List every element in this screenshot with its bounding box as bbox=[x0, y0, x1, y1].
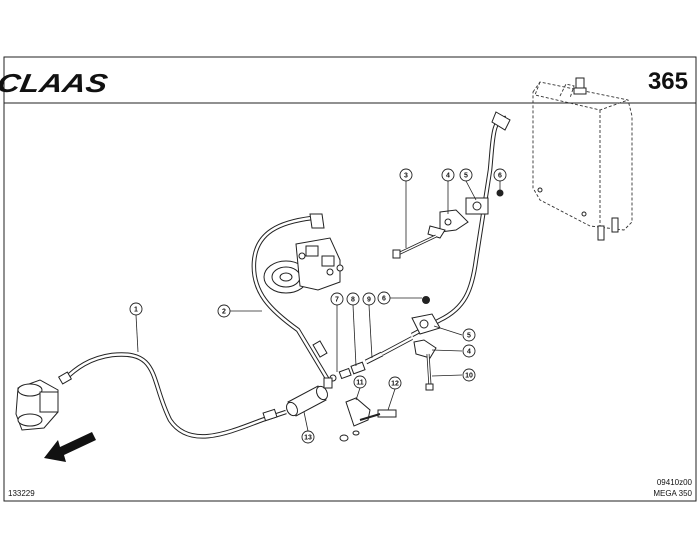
hydraulic-tank bbox=[532, 81, 633, 231]
fittings-group bbox=[329, 336, 413, 382]
callout-11: 11 bbox=[356, 380, 364, 387]
callout-1: 1 bbox=[134, 307, 138, 314]
callout-circles bbox=[129, 168, 507, 444]
callout-6b: 6 bbox=[382, 296, 386, 303]
doc-id: 133229 bbox=[8, 489, 35, 498]
pressure-hose bbox=[251, 213, 330, 382]
sheet-border bbox=[3, 56, 697, 502]
upper-clamp-assembly bbox=[392, 189, 504, 259]
return-hose bbox=[410, 111, 511, 337]
supply-hose bbox=[57, 352, 287, 439]
callout-5b: 5 bbox=[467, 333, 471, 340]
callout-13: 13 bbox=[304, 435, 312, 442]
callout-5a: 5 bbox=[464, 173, 468, 180]
callout-6a: 6 bbox=[498, 173, 502, 180]
callout-7: 7 bbox=[335, 297, 339, 304]
elbow-fitting bbox=[339, 397, 371, 442]
hydraulic-pump bbox=[263, 237, 344, 294]
page-number: 365 bbox=[648, 68, 688, 95]
drawing-code: 09410z00 bbox=[657, 478, 693, 487]
bolt-fitting bbox=[359, 409, 397, 421]
callout-4b: 4 bbox=[467, 349, 471, 356]
callout-3: 3 bbox=[404, 173, 408, 180]
tank-fittings bbox=[537, 77, 619, 241]
brand-logo: CLAAS bbox=[0, 68, 111, 98]
direction-arrow-icon bbox=[44, 432, 96, 462]
callout-9: 9 bbox=[367, 297, 371, 304]
callout-12: 12 bbox=[391, 381, 399, 388]
callout-2: 2 bbox=[222, 309, 226, 316]
callout-4a: 4 bbox=[446, 173, 450, 180]
steering-motor bbox=[15, 379, 59, 431]
callout-leaders bbox=[135, 180, 501, 432]
callout-10: 10 bbox=[465, 373, 473, 380]
callout-8: 8 bbox=[351, 297, 355, 304]
inline-filter bbox=[285, 377, 333, 417]
model-name: MEGA 350 bbox=[653, 489, 692, 498]
